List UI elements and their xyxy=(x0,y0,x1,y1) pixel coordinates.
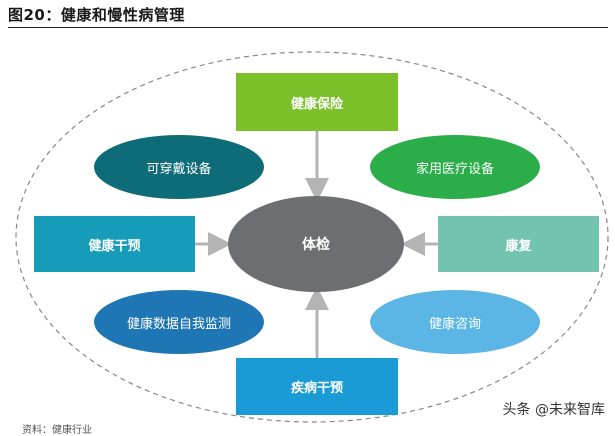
ellipse-self-monitoring: 健康数据自我监测 xyxy=(94,290,264,354)
watermark-text: 头条 @未来智库 xyxy=(502,402,605,418)
box-rehabilitation: 康复 xyxy=(438,216,599,272)
box-rehabilitation-label: 康复 xyxy=(505,238,532,254)
ellipse-home-medical-devices: 家用医疗设备 xyxy=(370,135,540,199)
center-node-checkup: 体检 xyxy=(228,196,404,292)
ellipse-health-consulting: 健康咨询 xyxy=(370,290,540,354)
box-disease-intervention-label: 疾病干预 xyxy=(290,381,343,396)
box-health-intervention: 健康干预 xyxy=(34,216,195,272)
ellipse-home-medical-label: 家用医疗设备 xyxy=(415,161,494,177)
ellipse-self-monitoring-label: 健康数据自我监测 xyxy=(126,316,231,332)
ellipse-health-consulting-label: 健康咨询 xyxy=(428,316,481,332)
center-node-label: 体检 xyxy=(302,237,330,253)
watermark: 头条 @未来智库 xyxy=(503,399,605,419)
ellipse-wearables-label: 可穿戴设备 xyxy=(146,161,212,177)
box-disease-intervention: 疾病干预 xyxy=(236,358,398,415)
box-health-insurance: 健康保险 xyxy=(236,73,398,131)
outer-dashed-ellipse xyxy=(15,51,609,423)
title-underline xyxy=(8,27,608,28)
box-health-intervention-label: 健康干预 xyxy=(88,238,141,254)
ellipse-wearables: 可穿戴设备 xyxy=(94,135,264,199)
figure-title: 图20：健康和慢性病管理 xyxy=(8,6,185,24)
box-health-insurance-label: 健康保险 xyxy=(290,96,343,112)
